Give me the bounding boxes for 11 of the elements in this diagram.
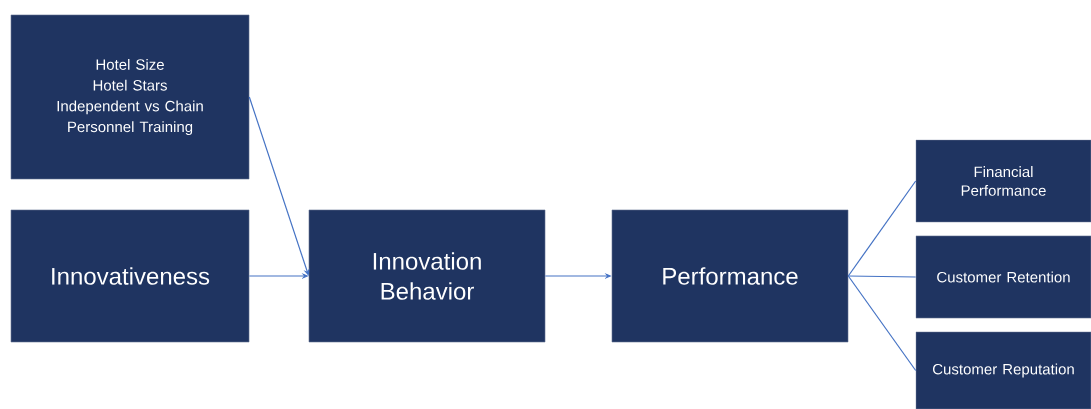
connector-line: [847, 275, 917, 372]
process-box: Innovativeness: [10, 209, 250, 343]
process-box: Performance: [611, 209, 849, 343]
process-box: Customer Retention: [915, 235, 1091, 319]
connector-line: [847, 180, 917, 277]
process-box: Financial Performance: [915, 139, 1091, 223]
process-box: Hotel Size Hotel Stars Independent vs Chain Personnel Training: [10, 14, 250, 180]
process-box: Customer Reputation: [915, 331, 1091, 409]
arrow: [248, 96, 310, 276]
connector-line: [847, 275, 917, 278]
process-box: Innovation Behavior: [308, 209, 546, 343]
